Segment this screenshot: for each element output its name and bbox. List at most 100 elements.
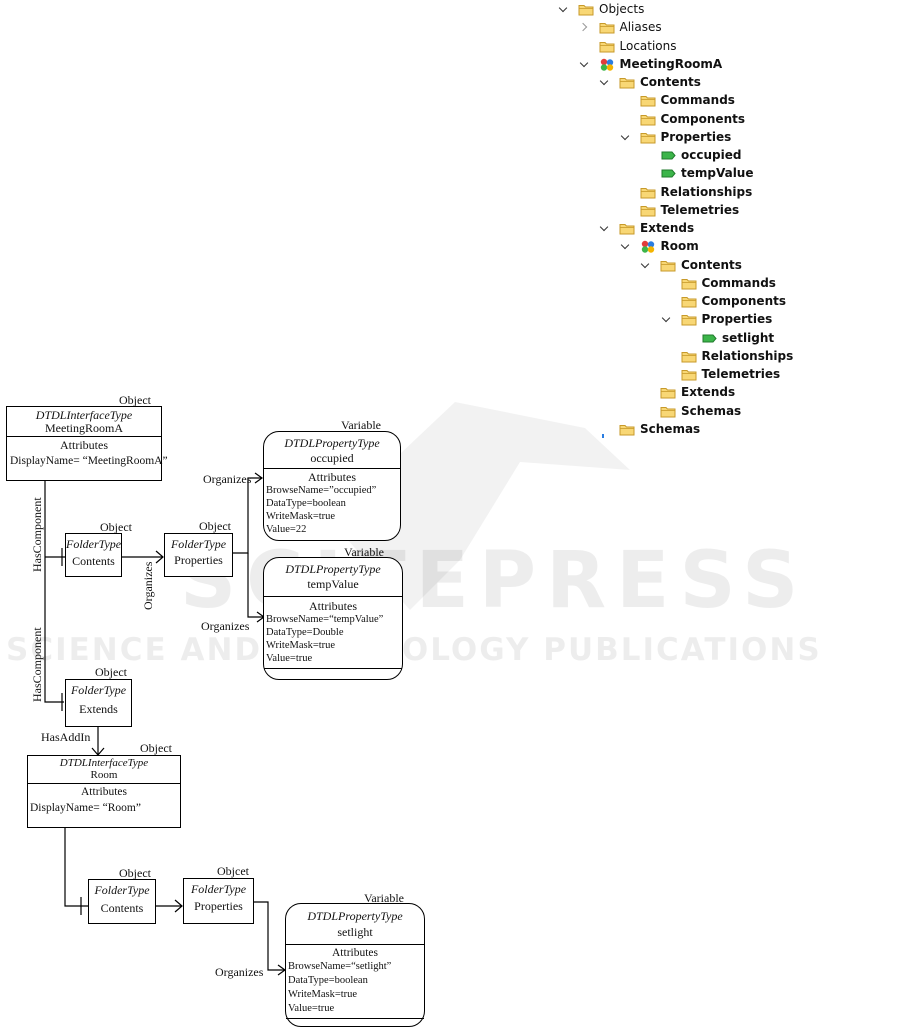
folder-icon bbox=[640, 132, 655, 144]
occupied-attr-1: BrowseName=”occupied” bbox=[266, 485, 377, 496]
occupied-attr-4: Value=22 bbox=[266, 524, 307, 535]
tree-item-label: Telemetries bbox=[701, 367, 781, 381]
setlight-attr-1: BrowseName=“setlight” bbox=[288, 961, 392, 972]
tree-item-label: Commands bbox=[660, 93, 735, 108]
organizes-label-4: Organizes bbox=[215, 965, 264, 979]
tempvalue-kind-label: Variable bbox=[344, 545, 384, 559]
setlight-type: DTDLPropertyType bbox=[307, 909, 403, 923]
tree-item-label: Contents bbox=[640, 75, 701, 89]
tree-item-label: Components bbox=[660, 111, 746, 126]
folder-icon bbox=[619, 78, 635, 89]
tempvalue-attr-1: BrowseName=“tempValue” bbox=[266, 614, 384, 625]
contents2-name: Contents bbox=[100, 901, 144, 915]
properties2-type: FolderType bbox=[190, 882, 247, 896]
tempvalue-attr-2: DataType=Double bbox=[266, 627, 344, 638]
properties2-node[interactable]: FolderType Properties bbox=[183, 878, 254, 924]
tree-item-label: Aliases bbox=[619, 20, 662, 35]
tree-item-label: Relationships bbox=[660, 184, 753, 199]
tempvalue-attr-3: WriteMask=true bbox=[266, 640, 336, 651]
tree-item-label: Room bbox=[660, 239, 699, 254]
folder-icon bbox=[640, 96, 655, 107]
tree-item-label: Schemas bbox=[640, 421, 701, 436]
occupied-kind-label: Variable bbox=[341, 418, 381, 432]
extends-kind-label: Object bbox=[95, 665, 127, 679]
tree-item-label: tempValue bbox=[681, 166, 754, 181]
contents1-node[interactable]: FolderType Contents bbox=[65, 533, 122, 577]
contents1-name: Contents bbox=[72, 554, 115, 568]
meetingrooma-node[interactable]: DTDLInterfaceType MeetingRoomA Attribute… bbox=[6, 406, 168, 481]
tempvalue-attr-4: Value=true bbox=[266, 653, 313, 664]
contents1-kind-label: Object bbox=[100, 520, 132, 534]
folder-icon bbox=[681, 278, 696, 290]
meetingrooma-section: Attributes bbox=[60, 438, 108, 452]
folder-icon bbox=[640, 205, 655, 217]
folder-icon bbox=[640, 187, 655, 198]
setlight-variable-node[interactable]: DTDLPropertyType setlight Attributes Bro… bbox=[285, 903, 425, 1027]
organizes-label-2: Organizes bbox=[203, 472, 252, 486]
tree-item-label: Properties bbox=[660, 129, 732, 144]
setlight-name: setlight bbox=[337, 925, 373, 939]
occupied-name: occupied bbox=[310, 451, 354, 465]
folder-icon bbox=[681, 315, 696, 326]
tempvalue-name: tempValue bbox=[307, 577, 359, 591]
extends-name: Extends bbox=[79, 702, 118, 716]
organizes-label-1: Organizes bbox=[141, 561, 155, 610]
meetingrooma-name: MeetingRoomA bbox=[45, 421, 123, 435]
extends-type: FolderType bbox=[70, 683, 127, 697]
variable-tag-icon bbox=[702, 334, 717, 342]
has-add-in-label: HasAddIn bbox=[41, 730, 91, 744]
setlight-attr-2: DataType=boolean bbox=[288, 975, 368, 986]
tree-item-label: Objects bbox=[599, 2, 645, 16]
setlight-attr-4: Value=true bbox=[288, 1003, 335, 1014]
room-name: Room bbox=[90, 769, 118, 781]
folder-icon bbox=[681, 351, 696, 363]
occupied-variable-node[interactable]: DTDLPropertyType occupied Attributes Bro… bbox=[263, 431, 401, 541]
tree-item-label: Telemetries bbox=[660, 202, 740, 217]
organizes-label-3: Organizes bbox=[201, 619, 250, 633]
room-attr: DisplayName= “Room” bbox=[30, 802, 141, 814]
tree-item-label: Relationships bbox=[701, 348, 794, 363]
contents2-node[interactable]: FolderType Contents bbox=[88, 879, 156, 924]
room-type: DTDLInterfaceType bbox=[59, 757, 149, 769]
tree-item-label: Commands bbox=[701, 275, 776, 290]
has-component-label-1: HasComponent bbox=[30, 497, 44, 572]
folder-icon bbox=[578, 5, 594, 16]
has-component-label-2: HasComponent bbox=[30, 627, 44, 702]
extends-node[interactable]: FolderType Extends bbox=[65, 679, 132, 727]
setlight-attr-3: WriteMask=true bbox=[288, 989, 358, 1000]
occupied-attr-3: WriteMask=true bbox=[266, 511, 336, 522]
tree-item-label: setlight bbox=[722, 330, 775, 345]
object-cluster-icon bbox=[641, 241, 654, 253]
room-node[interactable]: DTDLInterfaceType Room Attributes Displa… bbox=[27, 755, 181, 828]
folder-icon bbox=[660, 406, 676, 417]
tree-item-label: Schemas bbox=[681, 403, 742, 418]
setlight-section: Attributes bbox=[332, 947, 378, 959]
tempvalue-section: Attributes bbox=[309, 599, 357, 613]
object-cluster-icon bbox=[600, 58, 613, 71]
occupied-section: Attributes bbox=[308, 470, 356, 484]
properties1-node[interactable]: FolderType Properties bbox=[164, 533, 233, 577]
tempvalue-variable-node[interactable]: DTDLPropertyType tempValue Attributes Br… bbox=[263, 557, 403, 680]
room-kind-label: Object bbox=[140, 741, 172, 755]
folder-icon bbox=[599, 23, 614, 34]
tree-item-label: Contents bbox=[681, 257, 742, 272]
folder-icon bbox=[619, 424, 635, 436]
folder-icon bbox=[660, 388, 676, 399]
meetingrooma-kind-label: Object bbox=[119, 393, 151, 407]
folder-icon bbox=[681, 370, 696, 381]
properties1-type: FolderType bbox=[170, 537, 227, 551]
properties2-name: Properties bbox=[194, 899, 243, 913]
occupied-attr-2: DataType=boolean bbox=[266, 498, 346, 509]
occupied-type: DTDLPropertyType bbox=[284, 436, 380, 450]
meetingrooma-type: DTDLInterfaceType bbox=[35, 408, 133, 422]
variable-tag-icon bbox=[661, 151, 676, 160]
contents2-kind-label: Object bbox=[119, 866, 151, 880]
variable-tag-icon bbox=[661, 169, 676, 178]
tree-scroll-indicator[interactable] bbox=[602, 434, 604, 438]
contents1-type: FolderType bbox=[66, 537, 122, 551]
has-component-trunk bbox=[44, 480, 64, 703]
tree-item-label: Extends bbox=[681, 385, 736, 400]
